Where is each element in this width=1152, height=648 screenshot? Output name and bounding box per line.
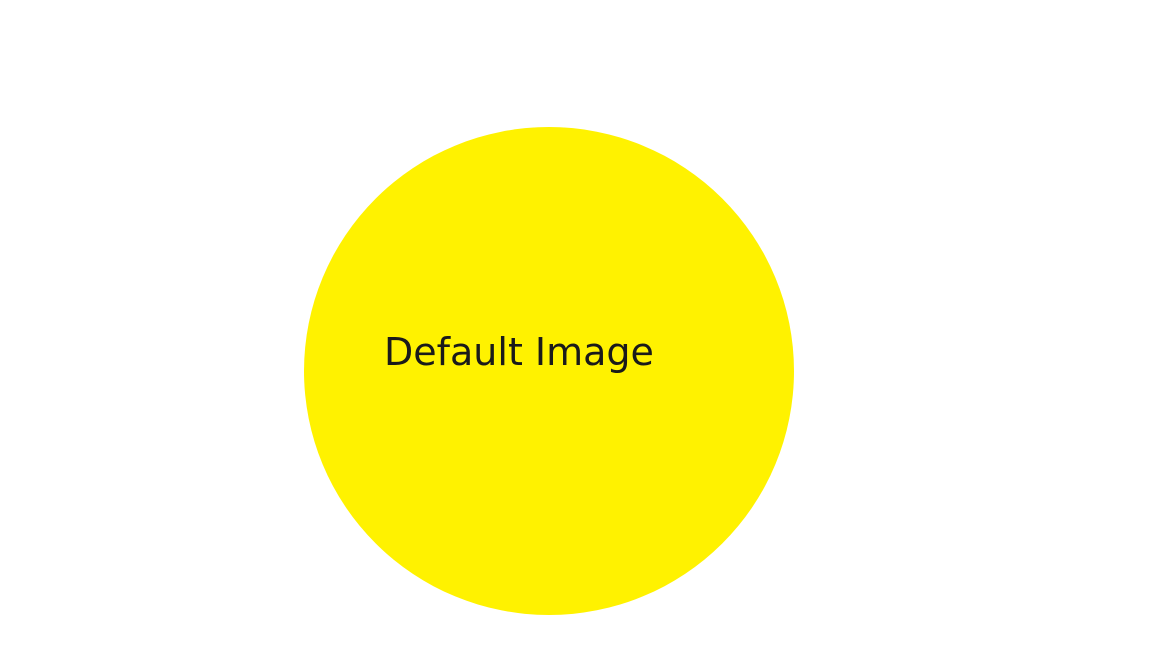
placeholder-label: Default Image <box>384 330 654 374</box>
placeholder-circle <box>304 127 794 615</box>
